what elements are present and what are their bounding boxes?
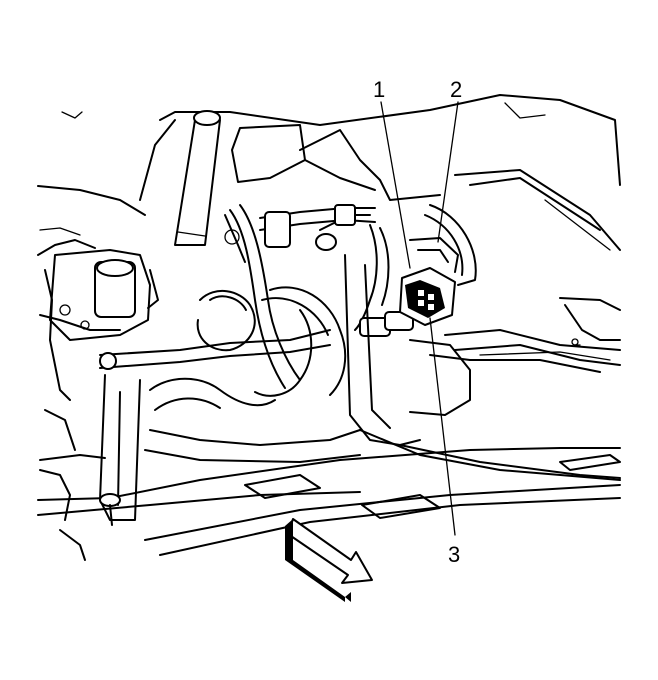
callout-2: 2 xyxy=(450,77,462,102)
underbody-panel xyxy=(37,94,621,256)
line-clips xyxy=(224,204,414,337)
electrical-connector-icon xyxy=(399,204,477,326)
callout-3: 3 xyxy=(448,542,460,567)
frame-rails xyxy=(39,254,421,521)
front-direction-arrow-icon xyxy=(285,518,373,602)
wiring-harness xyxy=(149,204,390,411)
exhaust-heat-shield xyxy=(409,297,621,416)
callout-leaders xyxy=(380,101,459,536)
vertical-pipe xyxy=(174,110,221,246)
brake-lines xyxy=(99,207,376,370)
mount-bracket-left xyxy=(39,249,159,401)
callout-1: 1 xyxy=(373,77,385,102)
floor-pan xyxy=(37,429,621,561)
